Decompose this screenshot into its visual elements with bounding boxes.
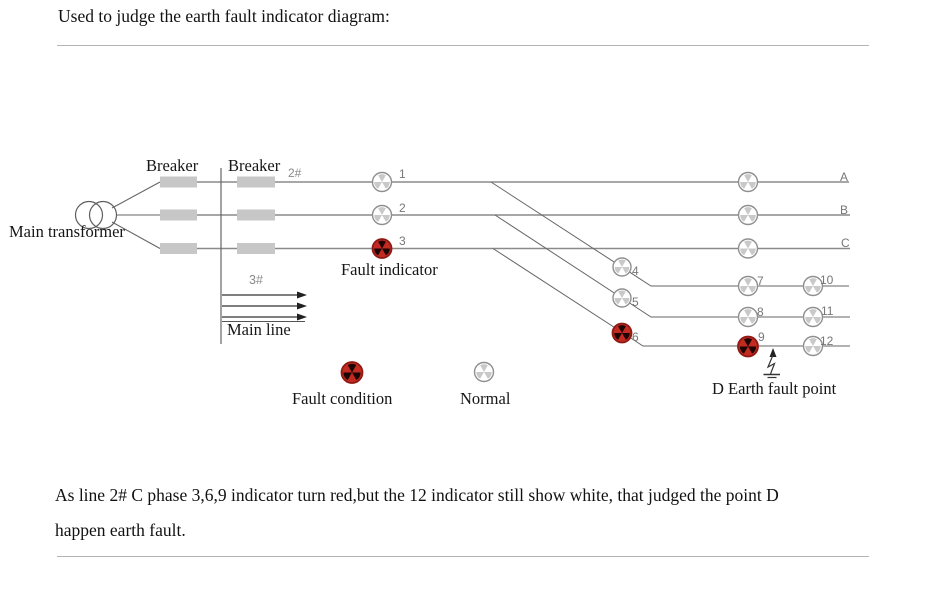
feeder-2-label: 2# bbox=[288, 166, 302, 180]
main-line-arrows bbox=[222, 294, 305, 322]
indicator-label-12: 12 bbox=[820, 334, 834, 348]
indicator-legend_fault bbox=[340, 361, 364, 384]
page-title: Used to judge the earth fault indicator … bbox=[58, 6, 390, 26]
divider-top bbox=[57, 45, 869, 46]
earth-fault-symbol bbox=[763, 348, 780, 379]
indicator-5 bbox=[612, 288, 632, 308]
indicator-legend_normal bbox=[473, 361, 495, 383]
feeder-3-label: 3# bbox=[249, 273, 263, 287]
indicator-label-4: 4 bbox=[632, 264, 639, 278]
indicator-label-C: C bbox=[841, 236, 850, 250]
indicator-8 bbox=[737, 306, 759, 328]
main-line-label: Main line bbox=[227, 320, 291, 339]
indicator-label-9: 9 bbox=[758, 330, 765, 344]
indicator-label-5: 5 bbox=[632, 295, 639, 309]
indicator-label-8: 8 bbox=[757, 305, 764, 319]
indicator-label-3: 3 bbox=[399, 234, 406, 248]
indicator-12 bbox=[802, 335, 824, 357]
indicator-label-2: 2 bbox=[399, 201, 406, 215]
indicator-label-B: B bbox=[840, 203, 848, 217]
arrow-heads bbox=[297, 291, 307, 321]
fault-indicator-label: Fault indicator bbox=[341, 260, 438, 279]
indicator-label-7: 7 bbox=[757, 274, 764, 288]
indicator-4 bbox=[612, 257, 632, 277]
breaker-right-label: Breaker bbox=[228, 156, 281, 175]
branch-lines bbox=[490, 181, 850, 347]
indicator-C bbox=[737, 238, 759, 259]
indicator-label-11: 11 bbox=[821, 304, 834, 318]
indicator-label-10: 10 bbox=[820, 273, 834, 287]
indicator-A bbox=[737, 171, 759, 193]
divider-bottom bbox=[57, 556, 869, 557]
legend-fault-label: Fault condition bbox=[292, 389, 393, 408]
indicator-7 bbox=[737, 275, 759, 297]
description-line-1: As line 2# C phase 3,6,9 indicator turn … bbox=[55, 485, 779, 505]
legend-normal-label: Normal bbox=[460, 389, 511, 408]
indicator-1 bbox=[371, 171, 393, 193]
indicator-label-6: 6 bbox=[632, 330, 639, 344]
description-line-2: happen earth fault. bbox=[55, 520, 186, 540]
indicator-label-1: 1 bbox=[399, 167, 406, 181]
indicator-B bbox=[737, 204, 759, 226]
indicator-label-A: A bbox=[840, 170, 848, 184]
earth-fault-point-label: D Earth fault point bbox=[712, 379, 837, 398]
main-transformer-label: Main transformer bbox=[9, 222, 125, 241]
indicator-3 bbox=[371, 238, 393, 259]
breaker-rects bbox=[160, 176, 275, 254]
indicator-2 bbox=[371, 204, 393, 226]
transformer-feeders bbox=[111, 181, 161, 249]
indicator-6 bbox=[611, 322, 633, 344]
breaker-left-label: Breaker bbox=[146, 156, 199, 175]
indicator-11 bbox=[802, 306, 824, 328]
indicator-10 bbox=[802, 275, 824, 297]
indicator-9 bbox=[737, 335, 759, 358]
